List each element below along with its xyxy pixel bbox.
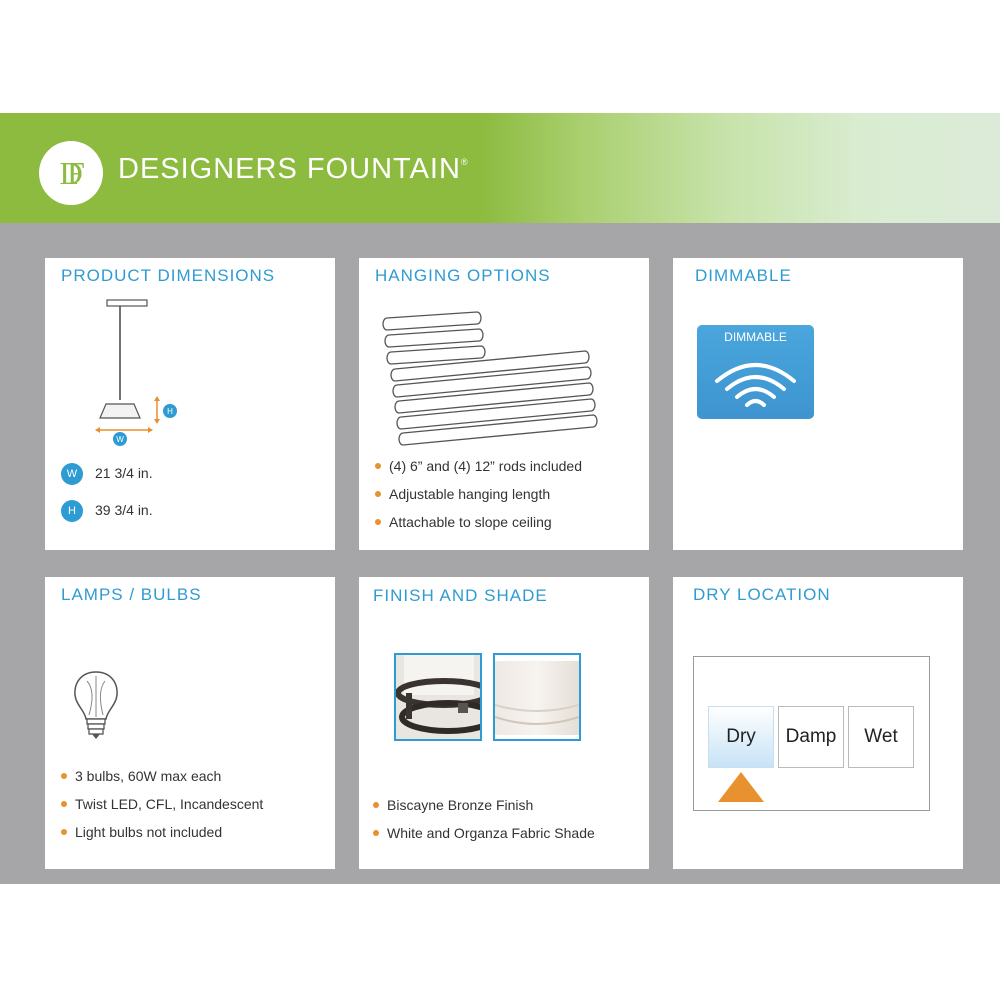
card-title: DIMMABLE xyxy=(695,266,792,285)
location-option-wet: Wet xyxy=(848,706,914,768)
card-dimmable: DIMMABLE DIMMABLE xyxy=(673,258,963,550)
location-option-damp: Damp xyxy=(778,706,844,768)
bullet-dot xyxy=(373,830,379,836)
bullet-dot xyxy=(61,773,67,779)
card-title: FINISH AND SHADE xyxy=(373,586,548,605)
list-item: 3 bulbs, 60W max each xyxy=(61,766,263,794)
svg-text:D: D xyxy=(59,155,82,191)
card-title: LAMPS / BULBS xyxy=(61,585,202,604)
fabric-shade-swatch xyxy=(493,653,581,741)
height-value: 39 3/4 in. xyxy=(95,502,153,518)
location-option-dry: Dry xyxy=(708,706,774,768)
card-finish-and-shade: FINISH AND SHADE Biscayne xyxy=(359,577,649,869)
height-badge: H xyxy=(61,500,83,522)
svg-text:F: F xyxy=(67,155,85,191)
bullet-text: Adjustable hanging length xyxy=(389,486,551,502)
bullet-dot xyxy=(375,463,381,469)
bullet-text: Twist LED, CFL, Incandescent xyxy=(75,796,264,812)
rods-icon xyxy=(382,311,598,446)
list-item: (4) 6” and (4) 12” rods included xyxy=(375,456,582,484)
card-title: HANGING OPTIONS xyxy=(375,266,551,285)
pendant-dimension-diagram: W H xyxy=(95,299,177,446)
diagram-w-label: W xyxy=(116,435,124,444)
finish-bullets: Biscayne Bronze Finish White and Organza… xyxy=(373,795,595,851)
bullet-dot xyxy=(373,802,379,808)
brand-banner: D F DESIGNERS FOUNTAIN® xyxy=(0,113,1000,223)
location-rating-box: Dry Damp Wet xyxy=(693,656,930,811)
card-lamps-bulbs: LAMPS / BULBS 3 bulbs, 60W max each Twis… xyxy=(45,577,335,869)
list-item: Biscayne Bronze Finish xyxy=(373,795,595,823)
bullet-text: Light bulbs not included xyxy=(75,824,223,840)
diagram-h-label: H xyxy=(167,407,173,416)
lamps-bullets: 3 bulbs, 60W max each Twist LED, CFL, In… xyxy=(61,766,263,850)
card-title: PRODUCT DIMENSIONS xyxy=(61,266,276,285)
bullet-dot xyxy=(375,491,381,497)
dimmable-waves-icon: DIMMABLE xyxy=(697,325,814,419)
bullet-text: Attachable to slope ceiling xyxy=(389,514,552,530)
trademark-symbol: ® xyxy=(460,157,469,167)
card-product-dimensions: PRODUCT DIMENSIONS W H W 21 3/4 in. H 39… xyxy=(45,258,335,550)
brand-name: DESIGNERS FOUNTAIN® xyxy=(118,153,469,186)
card-dry-location: DRY LOCATION Dry Damp Wet xyxy=(673,577,963,869)
light-bulb-icon xyxy=(74,671,118,739)
bullet-dot xyxy=(61,801,67,807)
orange-triangle-indicator-icon xyxy=(718,772,764,802)
list-item: Attachable to slope ceiling xyxy=(375,512,582,540)
card-hanging-options: HANGING OPTIONS (4) 6” and (4) 12” rods … xyxy=(359,258,649,550)
hanging-bullets: (4) 6” and (4) 12” rods included Adjusta… xyxy=(375,456,582,540)
brand-name-text: DESIGNERS FOUNTAIN xyxy=(118,153,461,185)
bullet-text: 3 bulbs, 60W max each xyxy=(75,768,222,784)
list-item: White and Organza Fabric Shade xyxy=(373,823,595,851)
df-logo-icon: D F xyxy=(39,141,103,205)
bronze-finish-swatch xyxy=(394,653,482,741)
bullet-text: White and Organza Fabric Shade xyxy=(387,825,595,841)
list-item: Light bulbs not included xyxy=(61,822,263,850)
width-badge: W xyxy=(61,463,83,485)
bullet-text: (4) 6” and (4) 12” rods included xyxy=(389,458,582,474)
width-value: 21 3/4 in. xyxy=(95,465,153,481)
list-item: Twist LED, CFL, Incandescent xyxy=(61,794,263,822)
dimmable-icon-label: DIMMABLE xyxy=(724,330,787,344)
bullet-dot xyxy=(61,829,67,835)
bullet-text: Biscayne Bronze Finish xyxy=(387,797,534,813)
list-item: Adjustable hanging length xyxy=(375,484,582,512)
card-title: DRY LOCATION xyxy=(693,585,831,604)
bullet-dot xyxy=(375,519,381,525)
